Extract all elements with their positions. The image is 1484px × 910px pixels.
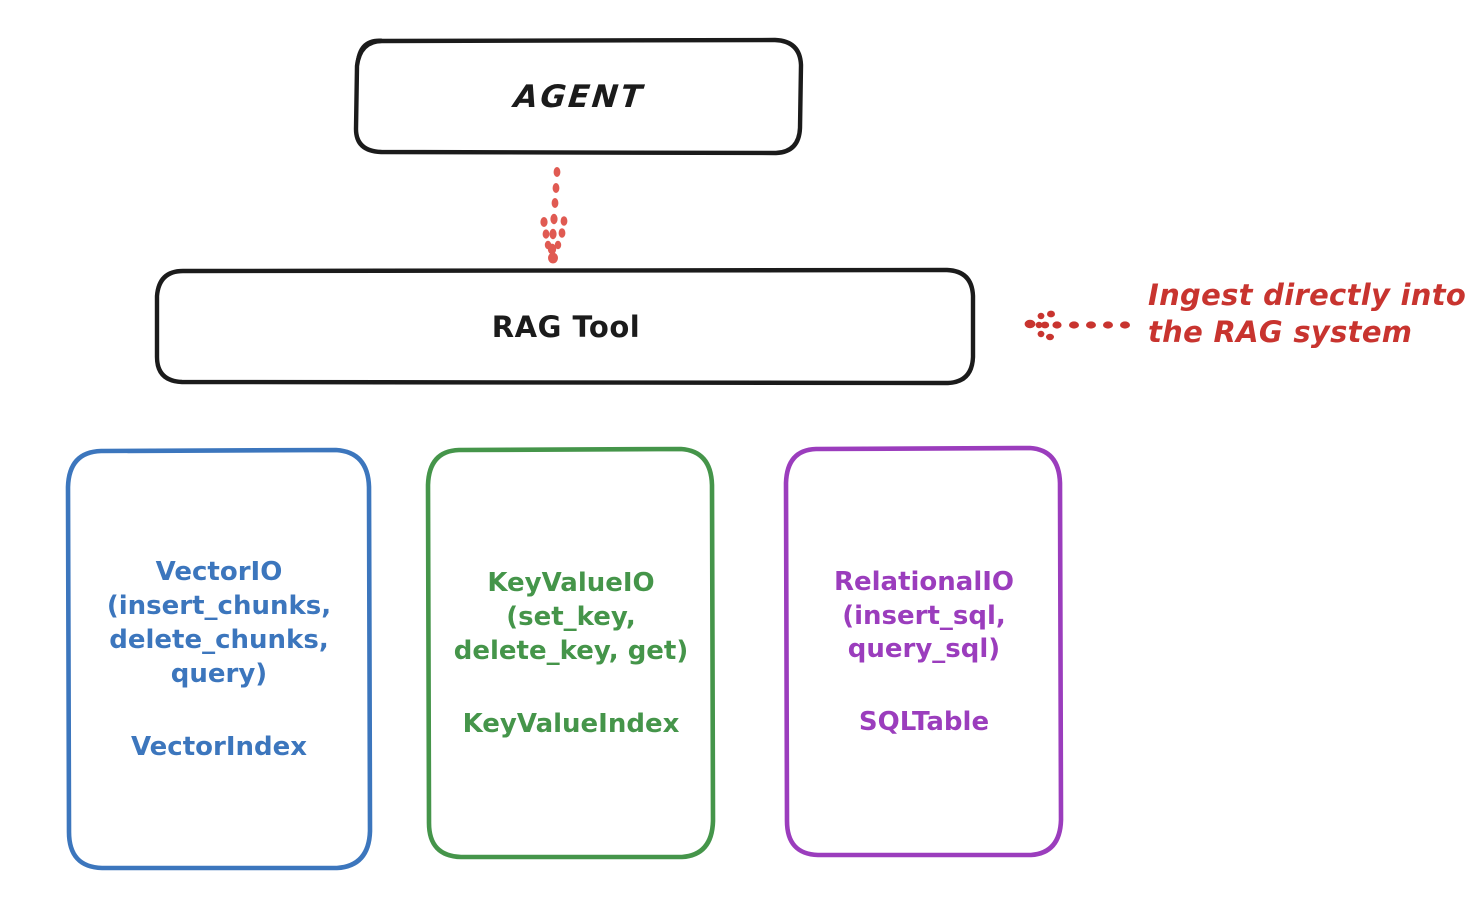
agent-to-rag-connector-icon <box>540 167 568 264</box>
agent-node[interactable]: AGENT <box>356 40 802 154</box>
keyvalue-io-node[interactable]: KeyValueIO (set_key, delete_key, get) Ke… <box>428 449 714 857</box>
relational-io-node[interactable]: RelationalIO (insert_sql, query_sql) SQL… <box>786 448 1062 855</box>
keyvalue-box-outline <box>425 446 716 860</box>
vector-io-api-label: VectorIO (insert_chunks, delete_chunks, … <box>106 557 332 689</box>
vector-index-label: VectorIndex <box>130 731 308 762</box>
relational-io-api-label: RelationalIO (insert_sql, query_sql) <box>833 566 1015 665</box>
agent-label: AGENT <box>511 79 646 115</box>
keyvalue-io-api-label: KeyValueIO (set_key, delete_key, get) <box>453 568 689 666</box>
agent-box-outline <box>353 37 804 156</box>
relational-box-outline <box>783 445 1064 858</box>
keyvalue-index-label: KeyValueIndex <box>462 708 680 739</box>
rag-tool-label: RAG Tool <box>491 309 641 344</box>
rag-tool-box-outline <box>154 267 976 386</box>
vector-io-node[interactable]: VectorIO (insert_chunks, delete_chunks, … <box>68 450 370 868</box>
vector-box-outline <box>65 447 373 871</box>
rag-tool-node[interactable]: RAG Tool <box>157 270 975 383</box>
ingest-annotation-label: Ingest directly into the RAG system <box>1148 278 1467 350</box>
sql-table-label: SQLTable <box>858 707 990 738</box>
ingest-connector-icon <box>1024 310 1130 341</box>
